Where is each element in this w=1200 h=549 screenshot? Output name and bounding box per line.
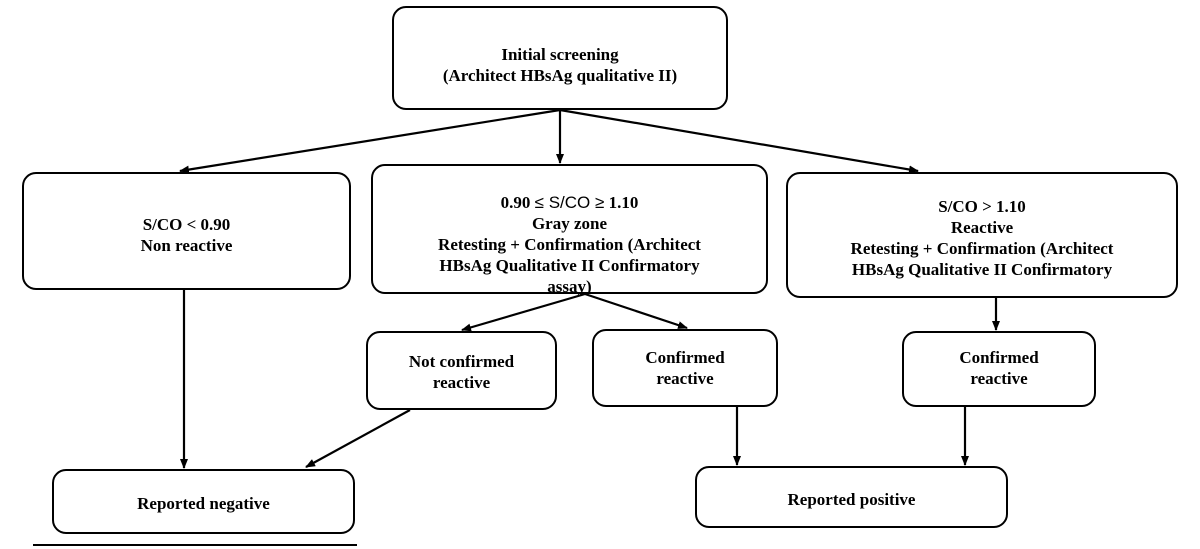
non-reactive-threshold: S/CO < 0.90 [142,215,231,234]
confirmed-reactive-box-gray-zone: Confirmed reactive [592,329,778,407]
not-confirmed-line-2: reactive [432,373,491,392]
reactive-action-2: HBsAg Qualitative II Confirmatory [851,260,1113,279]
initial-screening-title: Initial screening [501,45,619,64]
gray-zone-action-1: Retesting + Confirmation (Architect [438,235,701,254]
not-confirmed-line-1: Not confirmed [408,352,515,371]
gray-zone-action-3: assay) [547,277,592,296]
reactive-box: S/CO > 1.10 Reactive Retesting + Confirm… [786,172,1178,298]
reported-negative-box: Reported negative [52,469,355,534]
gray-zone-action-2: HBsAg Qualitative II Confirmatory [439,256,700,275]
non-reactive-box: S/CO < 0.90 Non reactive [22,172,351,290]
reactive-threshold: S/CO > 1.10 [938,197,1026,216]
gray-zone-box: 0.90 ≤ S/CO ≥ 1.10 Gray zone Retesting +… [371,164,768,296]
confirmed-right-line-2: reactive [970,369,1028,388]
arrow-notconfirmed-to-negative [305,409,411,468]
reported-positive-box: Reported positive [695,466,1008,528]
gray-zone-range-high: 1.10 [608,193,639,212]
reported-negative-label: Reported negative [137,494,270,513]
not-confirmed-reactive-box: Not confirmed reactive [366,331,557,410]
arrow-initial-to-reactive [559,108,919,174]
gray-zone-range-expression: ≤ S/CO ≥ [534,193,605,212]
gray-zone-range-low: 0.90 [500,193,531,212]
reactive-label: Reactive [950,218,1014,237]
confirmed-mid-line-1: Confirmed [645,348,725,367]
initial-screening-assay: (Architect HBsAg qualitative II) [442,66,678,85]
gray-zone-range: 0.90 ≤ S/CO ≥ 1.10 [373,192,766,213]
reported-positive-label: Reported positive [787,490,916,509]
arrow-grayzone-to-confirmed-mid [584,292,688,330]
confirmed-mid-line-2: reactive [656,369,714,388]
confirmed-reactive-box-reactive: Confirmed reactive [902,331,1096,407]
non-reactive-label: Non reactive [140,236,233,255]
arrow-grayzone-to-notconfirmed [461,292,586,332]
arrow-initial-to-nonreactive [179,108,561,174]
bottom-rule-divider [33,544,357,546]
reactive-action-1: Retesting + Confirmation (Architect [850,239,1114,258]
initial-screening-box: Initial screening (Architect HBsAg quali… [392,6,728,110]
confirmed-right-line-1: Confirmed [959,348,1039,367]
gray-zone-label: Gray zone [531,214,608,233]
